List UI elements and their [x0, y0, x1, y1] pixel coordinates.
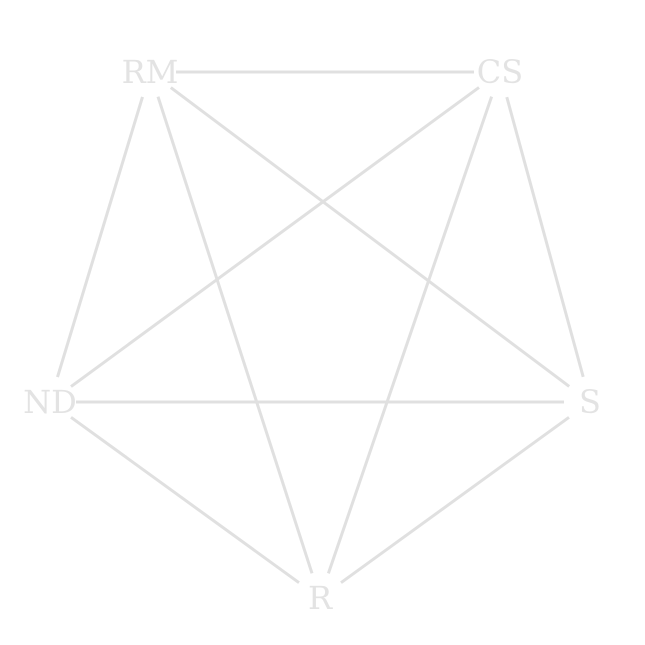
edge-layer	[56, 70, 585, 584]
edge-s-r	[340, 416, 570, 584]
node-label-rm: RM	[122, 53, 179, 91]
node-label-r: R	[308, 579, 333, 617]
node-label-cs: CS	[477, 53, 523, 91]
edge-nd-r	[70, 416, 300, 584]
edge-rm-r	[156, 96, 314, 574]
edge-cs-r	[326, 96, 494, 574]
edge-cs-nd	[70, 86, 480, 388]
edge-rm-s	[169, 86, 571, 388]
node-layer: RM CS ND S R	[23, 53, 601, 617]
node-label-nd: ND	[23, 383, 77, 421]
node-label-s: S	[579, 383, 601, 421]
edge-cs-s	[505, 96, 585, 378]
edge-rm-nd	[56, 96, 144, 378]
